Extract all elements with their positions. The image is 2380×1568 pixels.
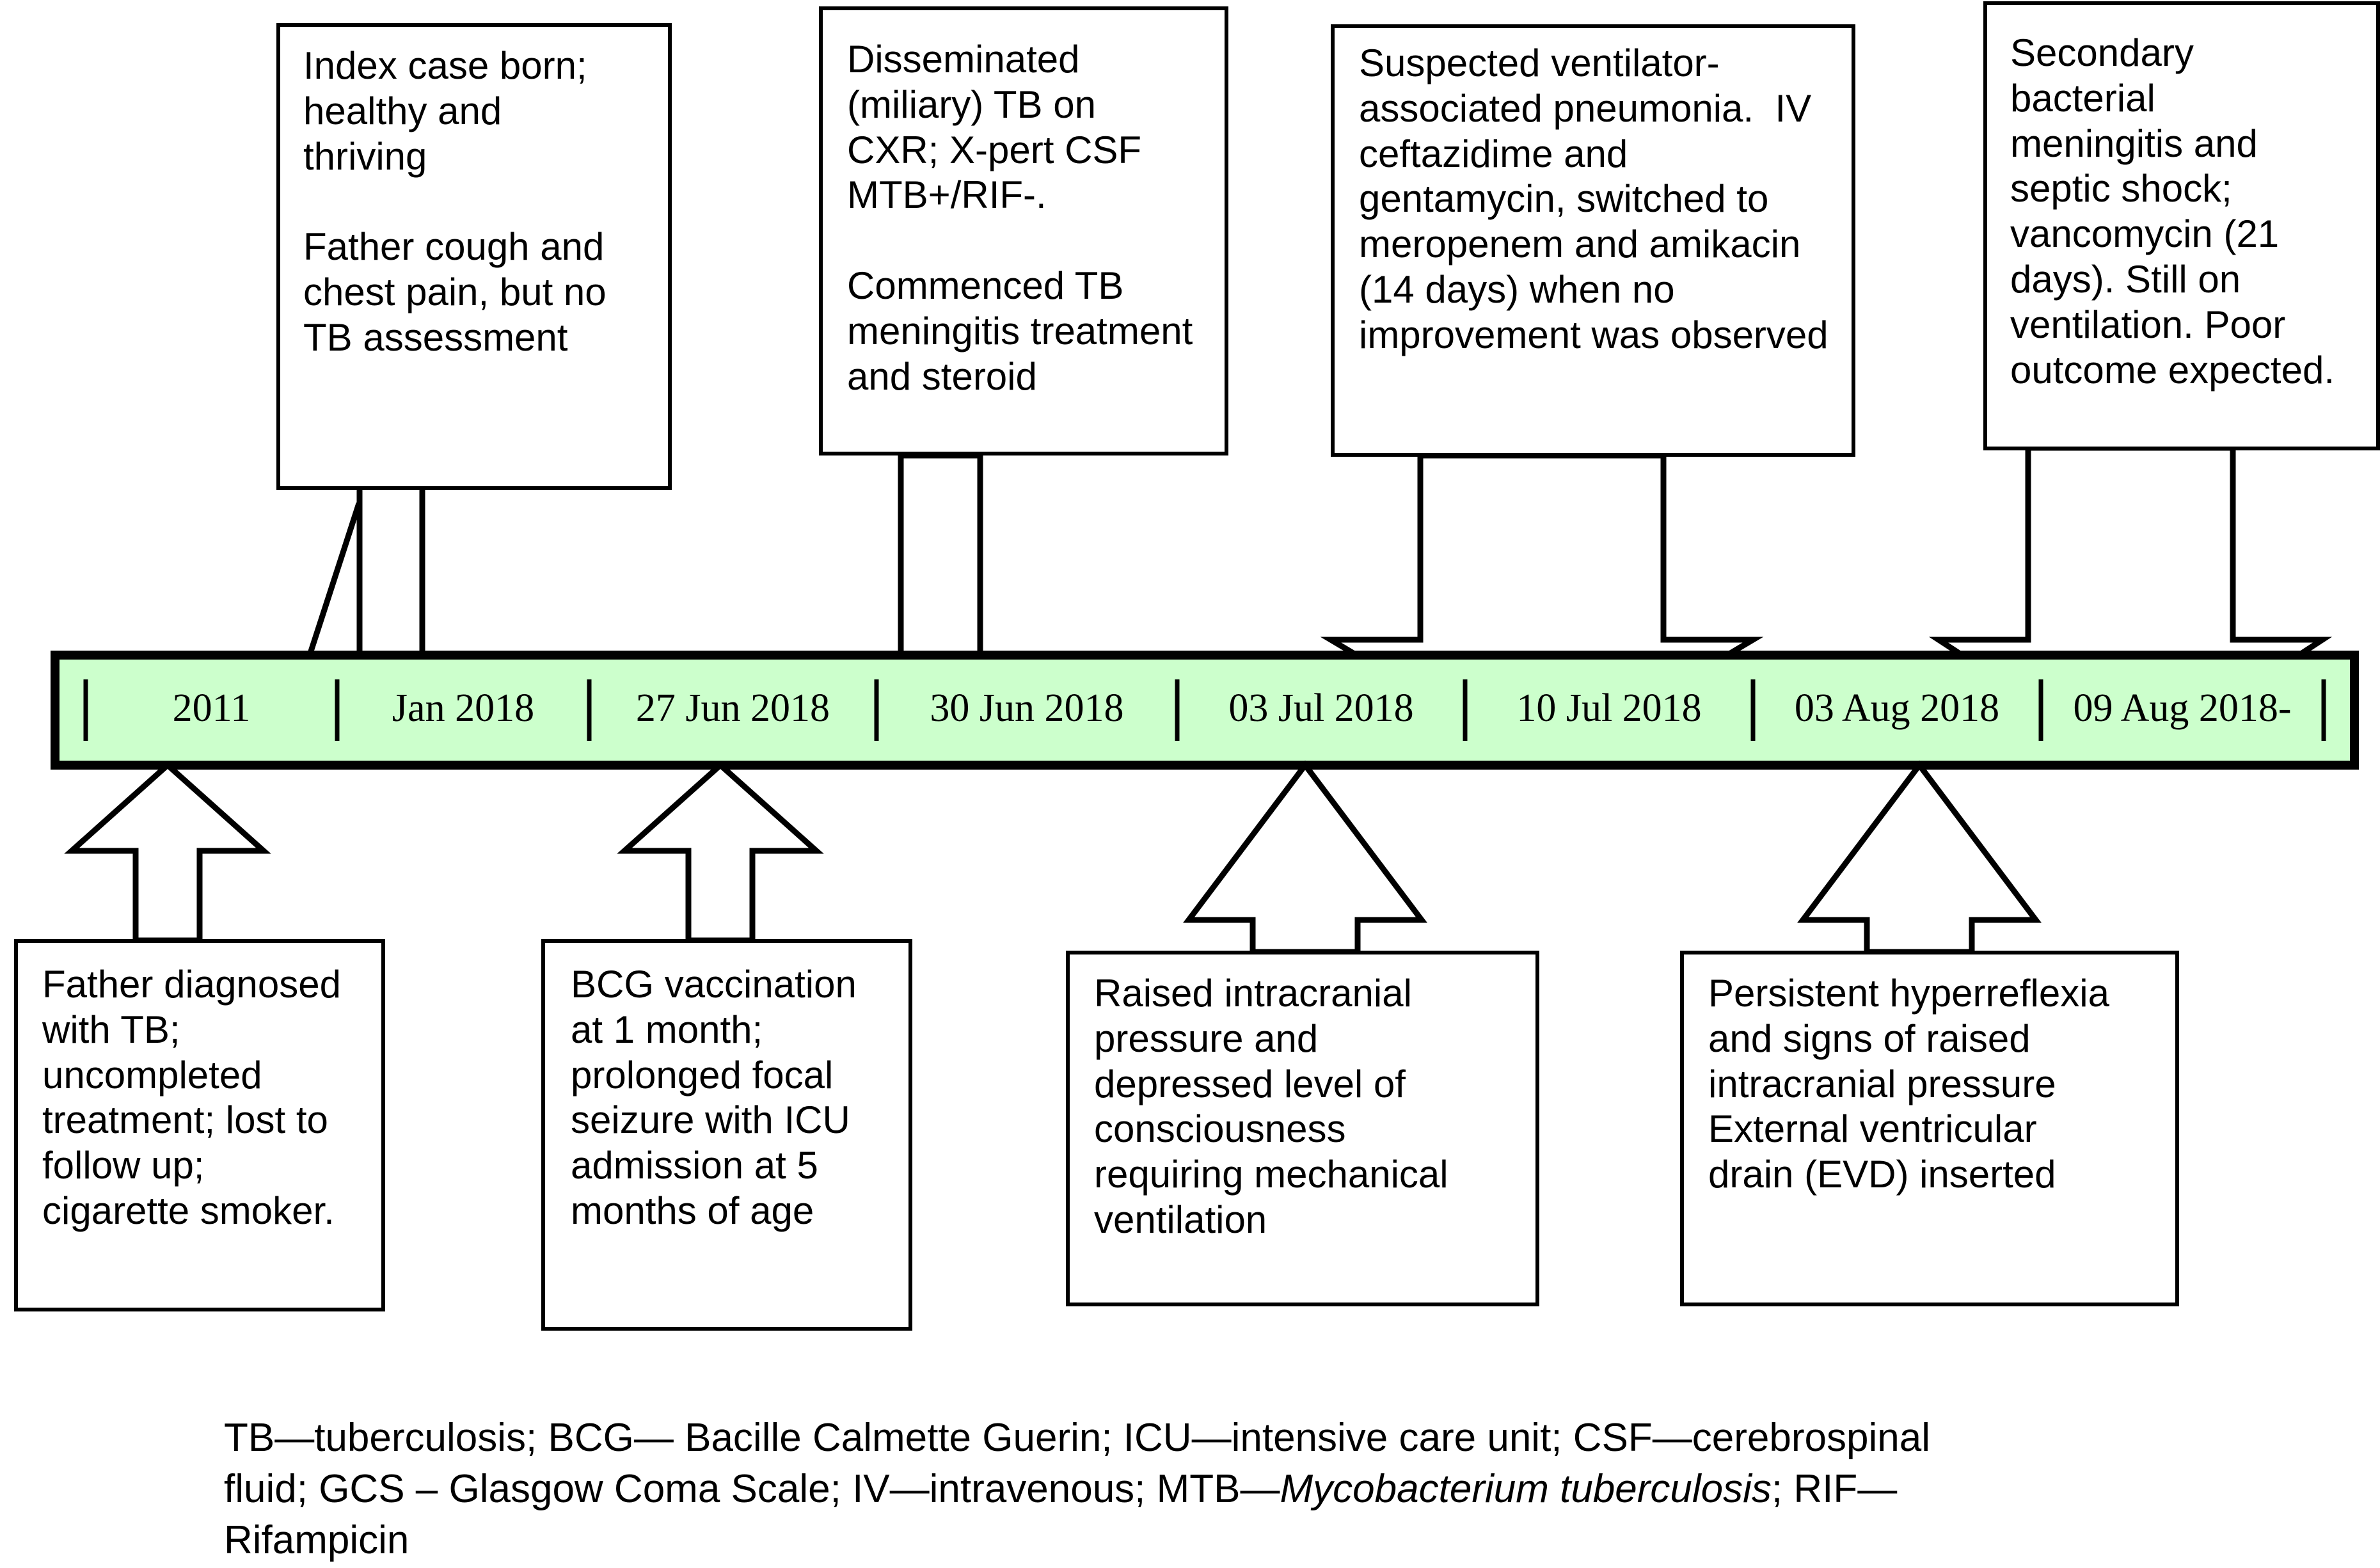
- timeline-label-5: 10 Jul 2018: [1516, 686, 1702, 730]
- callout-box-disseminated-tb: [819, 6, 1228, 455]
- callout-text-raised-icp: Raised intracranial pressure and depress…: [1094, 972, 1448, 1241]
- callout-text-bcg-vaccination: BCG vaccination at 1 month; prolonged fo…: [571, 963, 857, 1232]
- callout-text-suspected-vap: Suspected ventilator- associated pneumon…: [1359, 42, 1829, 356]
- footer-legend-species-italic: Mycobacterium tuberculosis: [1280, 1467, 1772, 1511]
- footer-legend-line-3: Rifampicin: [224, 1518, 409, 1562]
- up-arrow-bcg-vaccination: [617, 761, 824, 944]
- footer-legend-line-2-after: ; RIF—: [1771, 1467, 1898, 1511]
- timeline-bar: [51, 651, 2359, 770]
- timeline-label-1: Jan 2018: [392, 686, 535, 730]
- timeline-label-0: 2011: [172, 686, 251, 730]
- callout-text-father-diagnosed: Father diagnosed with TB; uncompleted tr…: [42, 963, 341, 1232]
- up-arrow-raised-icp: [1182, 760, 1428, 955]
- callout-box-secondary-meningitis: [1983, 1, 2380, 450]
- footer-legend-line-2-before: fluid; GCS – Glasgow Coma Scale; IV—intr…: [224, 1467, 1280, 1511]
- callout-text-disseminated-tb: Disseminated (miliary) TB on CXR; X-pert…: [847, 38, 1193, 398]
- callout-box-raised-icp: [1066, 951, 1539, 1306]
- callout-box-suspected-vap: [1331, 24, 1855, 457]
- up-arrow-father-diagnosed: [64, 761, 271, 944]
- timeline-label-6: 03 Aug 2018: [1794, 686, 2000, 730]
- callout-text-index-case-born: Index case born; healthy and thriving Fa…: [303, 44, 607, 359]
- timeline-ticks: [83, 679, 2326, 741]
- callout-box-bcg-vaccination: [541, 939, 912, 1331]
- footer-legend-line-2: fluid; GCS – Glasgow Coma Scale; IV—intr…: [224, 1466, 1897, 1512]
- up-arrow-hyperreflexia: [1797, 760, 2042, 955]
- timeline-label-3: 30 Jun 2018: [930, 686, 1124, 730]
- footer-legend-line-1: TB—tuberculosis; BCG— Bacille Calmette G…: [224, 1416, 1930, 1460]
- callout-box-father-diagnosed: [14, 939, 385, 1311]
- timeline-label-7: 09 Aug 2018-: [2073, 686, 2292, 730]
- callout-box-index-case-born: [276, 23, 672, 490]
- timeline-label-4: 03 Jul 2018: [1228, 686, 1414, 730]
- callout-box-hyperreflexia: [1680, 951, 2179, 1306]
- callout-text-hyperreflexia: Persistent hyperreflexia and signs of ra…: [1708, 972, 2109, 1196]
- callout-text-secondary-meningitis: Secondary bacterial meningitis and septi…: [2010, 31, 2335, 392]
- timeline-label-2: 27 Jun 2018: [635, 686, 830, 730]
